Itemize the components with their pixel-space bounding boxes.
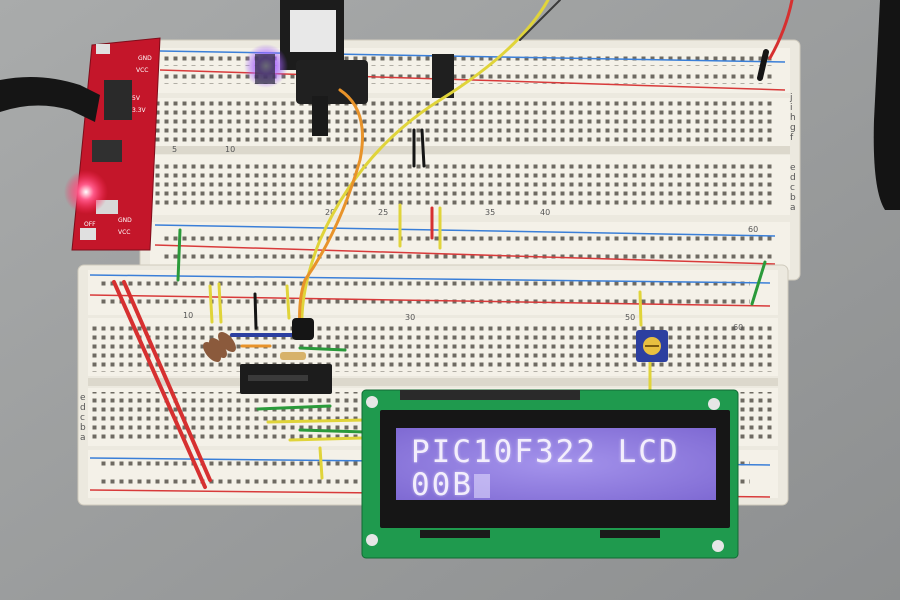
black-object-right (873, 0, 900, 210)
svg-text:30: 30 (405, 313, 415, 322)
svg-text:a: a (80, 433, 86, 443)
svg-text:50: 50 (625, 313, 635, 322)
lcd-line-2: 00B (411, 470, 490, 501)
resistor (280, 352, 306, 360)
svg-text:e: e (80, 393, 86, 403)
svg-text:c: c (80, 413, 85, 423)
svg-text:b: b (790, 193, 796, 203)
svg-text:e: e (790, 163, 796, 173)
trimmer-potentiometer (636, 330, 668, 362)
svg-text:25: 25 (378, 208, 388, 217)
svg-text:10: 10 (183, 311, 193, 320)
svg-text:i: i (790, 103, 793, 113)
svg-text:g: g (790, 123, 796, 133)
lcd-line-2-text: 00B (411, 467, 473, 503)
svg-text:5V: 5V (132, 95, 141, 102)
svg-text:3.3V: 3.3V (132, 107, 147, 114)
svg-text:d: d (80, 403, 86, 413)
svg-text:40: 40 (540, 208, 550, 217)
svg-text:GND: GND (118, 217, 132, 224)
svg-text:h: h (790, 113, 796, 123)
svg-text:GND: GND (138, 55, 152, 62)
svg-text:a: a (790, 203, 796, 213)
svg-text:b: b (80, 423, 86, 433)
upper-breadboard (139, 39, 801, 281)
lcd-screen (396, 428, 716, 500)
svg-text:10: 10 (225, 145, 235, 154)
ceramic-capacitors (203, 332, 236, 362)
dc-power-cable (0, 76, 100, 122)
small-component-top (432, 54, 454, 98)
svg-text:5: 5 (172, 145, 177, 154)
lcd-line-1: PIC10F322 LCD (411, 434, 680, 470)
svg-text:20: 20 (325, 208, 335, 217)
lcd-cursor-block (474, 474, 490, 498)
row-letters: f g h i j a b c d e a b c d e (80, 93, 796, 443)
svg-text:35: 35 (485, 208, 495, 217)
svg-text:VCC: VCC (136, 67, 148, 74)
lcd-module (361, 389, 739, 559)
svg-text:60: 60 (748, 225, 758, 234)
svg-text:j: j (789, 93, 793, 103)
svg-text:d: d (790, 173, 796, 183)
dip-ic-chip (240, 364, 332, 394)
svg-text:OFF: OFF (84, 221, 96, 228)
power-supply-module: GND VCC 5V 3.3V OFF GND VCC (64, 37, 161, 251)
svg-text:f: f (790, 133, 794, 143)
svg-text:60: 60 (733, 323, 743, 332)
transistor (292, 318, 314, 340)
icsp-header-connector (280, 0, 368, 136)
column-numbers: 5 10 20 25 35 40 60 10 30 50 60 (172, 145, 758, 332)
jumper-wires (112, 0, 794, 489)
svg-text:VCC: VCC (118, 229, 130, 236)
svg-text:c: c (790, 183, 795, 193)
